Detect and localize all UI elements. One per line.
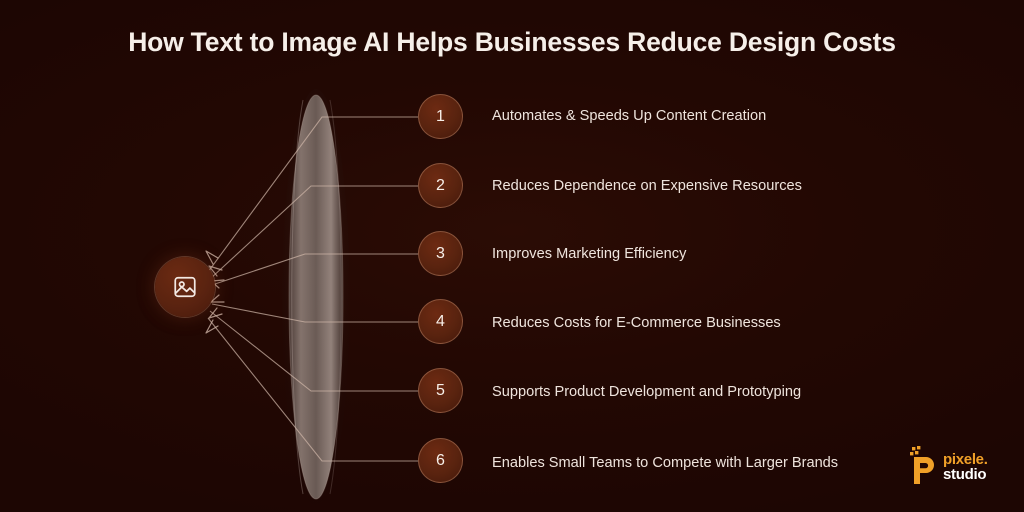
connector-6 xyxy=(207,317,418,462)
step-label-4: Reduces Costs for E-Commerce Businesses xyxy=(492,315,781,331)
connector-3 xyxy=(211,253,418,286)
connector-4 xyxy=(211,303,418,323)
step-circle-3[interactable]: 3 xyxy=(418,231,463,276)
connector-2 xyxy=(209,185,418,280)
arrowhead-6 xyxy=(205,319,219,334)
image-icon xyxy=(172,274,198,300)
connector-5 xyxy=(209,310,418,392)
central-node[interactable] xyxy=(155,257,215,317)
step-label-2: Reduces Dependence on Expensive Resource… xyxy=(492,178,802,194)
logo-line-2: studio xyxy=(943,466,987,483)
connector-lines xyxy=(207,116,418,462)
step-label-3: Improves Marketing Efficiency xyxy=(492,246,687,262)
step-number-1: 1 xyxy=(436,107,445,125)
page-title: How Text to Image AI Helps Businesses Re… xyxy=(128,27,896,57)
arrowhead-2 xyxy=(208,265,223,277)
logo-line-1: pixele. xyxy=(943,450,988,468)
step-label-6: Enables Small Teams to Compete with Larg… xyxy=(492,455,839,471)
arrowhead-1 xyxy=(205,250,219,265)
step-circle-2[interactable]: 2 xyxy=(418,163,463,208)
arrowhead-5 xyxy=(208,307,223,319)
step-number-5: 5 xyxy=(436,381,445,399)
step-circle-6[interactable]: 6 xyxy=(418,438,463,483)
arrowhead-4 xyxy=(210,294,225,303)
step-circle-1[interactable]: 1 xyxy=(418,94,463,139)
connector-1 xyxy=(207,116,418,273)
step-number-4: 4 xyxy=(436,312,445,330)
logo-wordmark: pixele. studio xyxy=(943,450,988,483)
step-number-2: 2 xyxy=(436,176,445,194)
brand-logo[interactable]: pixele. studio xyxy=(909,443,1009,491)
lens-shape xyxy=(282,89,350,505)
step-number-3: 3 xyxy=(436,244,445,262)
pixele-p-icon xyxy=(909,445,937,490)
step-label-5: Supports Product Development and Prototy… xyxy=(492,384,802,400)
step-number-6: 6 xyxy=(436,451,445,469)
step-circle-4[interactable]: 4 xyxy=(418,299,463,344)
step-label-1: Automates & Speeds Up Content Creation xyxy=(492,108,767,124)
step-circle-5[interactable]: 5 xyxy=(418,368,463,413)
